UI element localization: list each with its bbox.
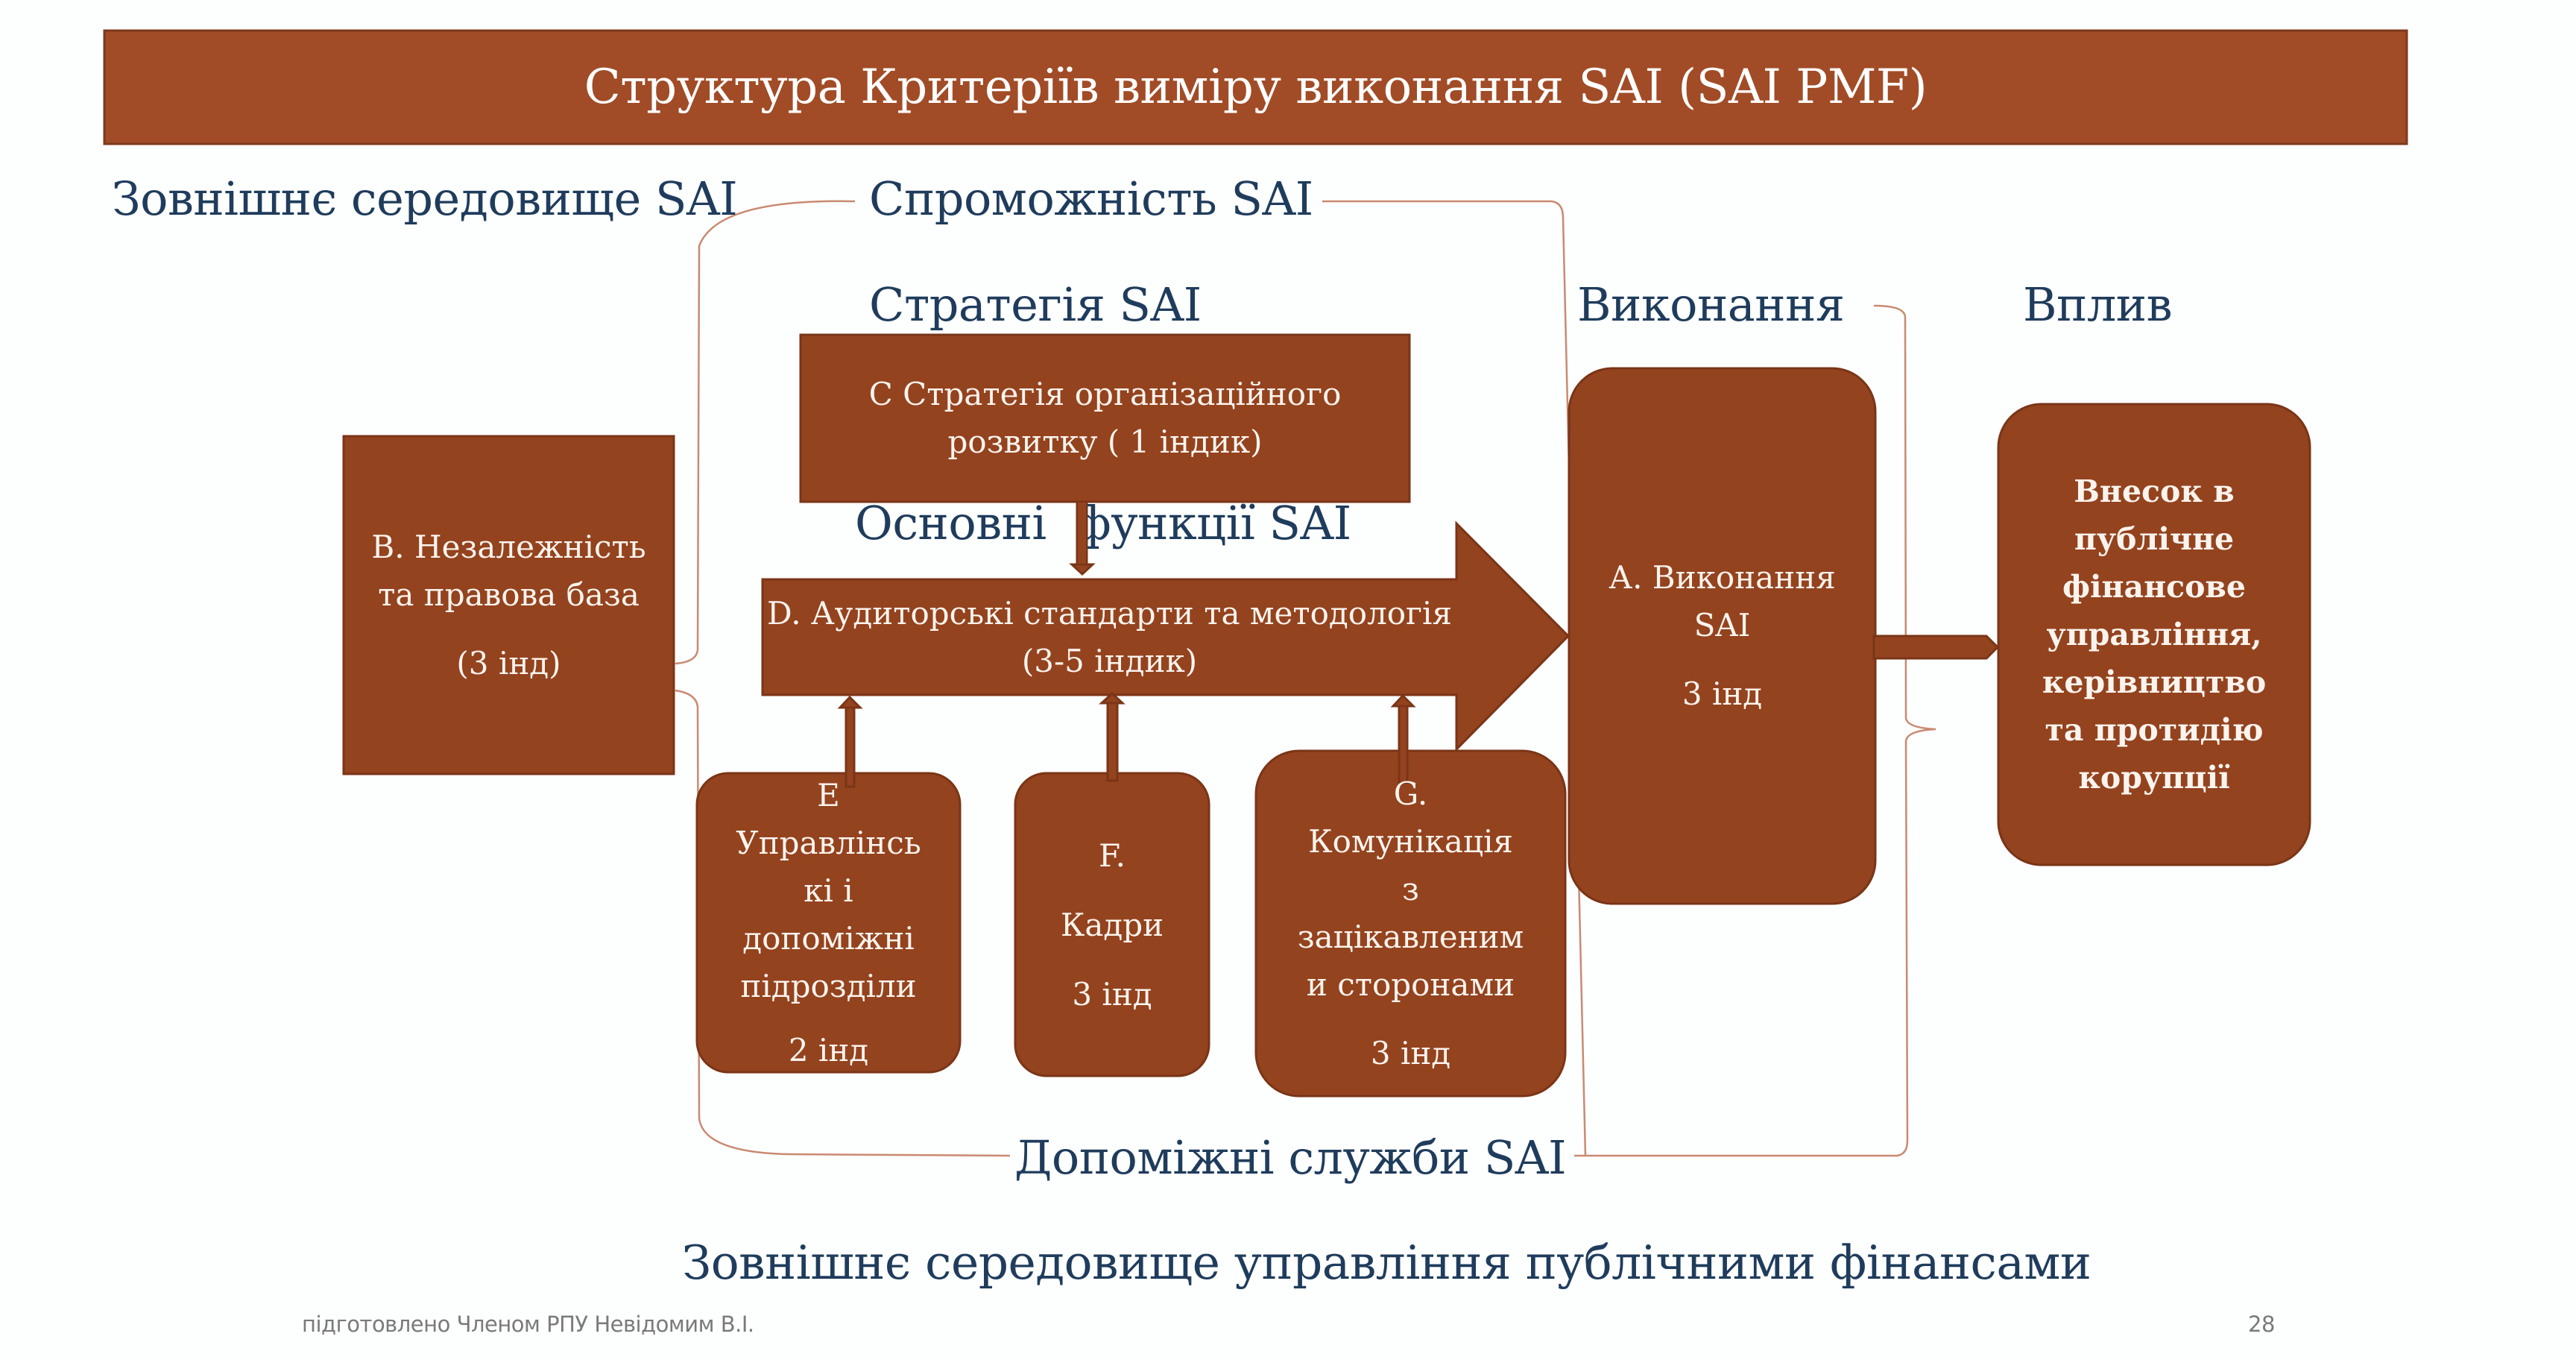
label-core-functions: Основні функції SAI	[855, 496, 1351, 550]
box-g-line: и сторонами	[1306, 966, 1515, 1003]
box-g-text: G. Комунікація з зацікавленим и сторонам…	[1256, 751, 1565, 1096]
box-impact-line: корупції	[2078, 760, 2230, 796]
title-bar	[103, 29, 2408, 145]
box-impact-line: публічне	[2074, 521, 2235, 557]
arrow-d-audit-standards	[761, 520, 1570, 752]
arrow-d-line: (3-5 індик)	[1021, 642, 1198, 679]
box-b-independence	[342, 435, 675, 775]
box-f-text: F. Кадри 3 інд	[1015, 773, 1209, 1076]
box-g-line: Комунікація	[1308, 822, 1513, 860]
label-external-environment: Зовнішнє середовище SAI	[112, 171, 738, 226]
arrow-e-to-d-head	[837, 695, 863, 709]
box-a-line: А. Виконання	[1609, 559, 1836, 596]
arrow-f-to-d-shaft	[1106, 701, 1119, 782]
box-impact-text: Внесок в публічне фінансове управління, …	[1998, 404, 2310, 865]
box-impact-line: управління,	[2046, 617, 2262, 652]
arrow-d-line: D. Аудиторські стандарти та методологія	[767, 594, 1452, 632]
page-number: 28	[2248, 1312, 2275, 1337]
box-b-text: В. Незалежність та правова база (3 інд)	[344, 436, 674, 774]
box-b-line: В. Незалежність	[371, 528, 646, 565]
box-a-indicator-count: 3 інд	[1682, 676, 1763, 712]
box-a-line: SAI	[1693, 607, 1751, 643]
box-e-indicator-count: 2 інд	[788, 1031, 869, 1068]
box-e-line: Е	[817, 776, 840, 813]
box-e-management	[695, 772, 962, 1074]
box-e-line: підрозділи	[740, 967, 917, 1004]
box-g-line: G.	[1393, 775, 1428, 812]
label-capability: Спроможність SAI	[869, 171, 1313, 226]
capability-bracket-top	[1322, 200, 1587, 1156]
label-impact: Вплив	[2023, 277, 2173, 332]
box-c-line: розвитку ( 1 індик)	[947, 424, 1263, 460]
box-e-line: кі і	[804, 872, 853, 909]
arrow-d-text: D. Аудиторські стандарти та методологія …	[763, 579, 1456, 695]
box-g-communication	[1254, 749, 1567, 1098]
box-g-line: зацікавленим	[1297, 918, 1524, 955]
performance-bracket	[1574, 304, 1936, 1157]
slide-title: Структура Критеріїв виміру виконання SAI…	[584, 60, 1928, 115]
box-impact-line: керівництво	[2042, 664, 2267, 700]
box-b-line: та правова база	[378, 576, 640, 613]
arrow-c-to-d-head	[1069, 563, 1096, 576]
arrow-f-to-d-head	[1099, 691, 1126, 705]
box-b-indicator-count: (3 інд)	[456, 644, 561, 681]
box-a-text: А. Виконання SAI 3 інд	[1569, 368, 1875, 904]
label-support-services: Допоміжні служби SAI	[1014, 1130, 1567, 1185]
box-c-line: С Стратегія організаційного	[868, 376, 1342, 412]
arrow-a-to-impact	[1872, 635, 2000, 660]
label-performance: Виконання	[1577, 277, 1845, 332]
box-e-line: Управлінсь	[736, 824, 921, 861]
box-g-indicator-count: 3 інд	[1370, 1034, 1451, 1071]
box-e-line: допоміжні	[742, 919, 915, 957]
box-f-line: Кадри	[1060, 906, 1164, 943]
box-impact-line: та протидію	[2045, 712, 2264, 748]
label-pfm-environment: Зовнішнє середовище управління публічним…	[682, 1235, 2092, 1290]
box-impact	[1997, 403, 2311, 866]
box-f-line: F.	[1099, 837, 1126, 874]
footer-author: підготовлено Членом РПУ Невідомим В.І.	[302, 1312, 754, 1337]
box-impact-line: Внесок в	[2074, 473, 2235, 509]
capability-bracket-left	[675, 200, 1011, 1157]
arrow-g-to-d-head	[1390, 693, 1416, 708]
box-f-indicator-count: 3 інд	[1072, 975, 1152, 1013]
box-g-line: з	[1402, 870, 1419, 907]
box-c-text: С Стратегія організаційного розвитку ( 1…	[801, 335, 1409, 502]
label-strategy: Стратегія SAI	[869, 277, 1202, 332]
box-impact-line: фінансове	[2062, 569, 2247, 605]
box-c-strategy	[799, 333, 1411, 503]
box-e-text: Е Управлінсь кі і допоміжні підрозділи 2…	[697, 773, 960, 1072]
